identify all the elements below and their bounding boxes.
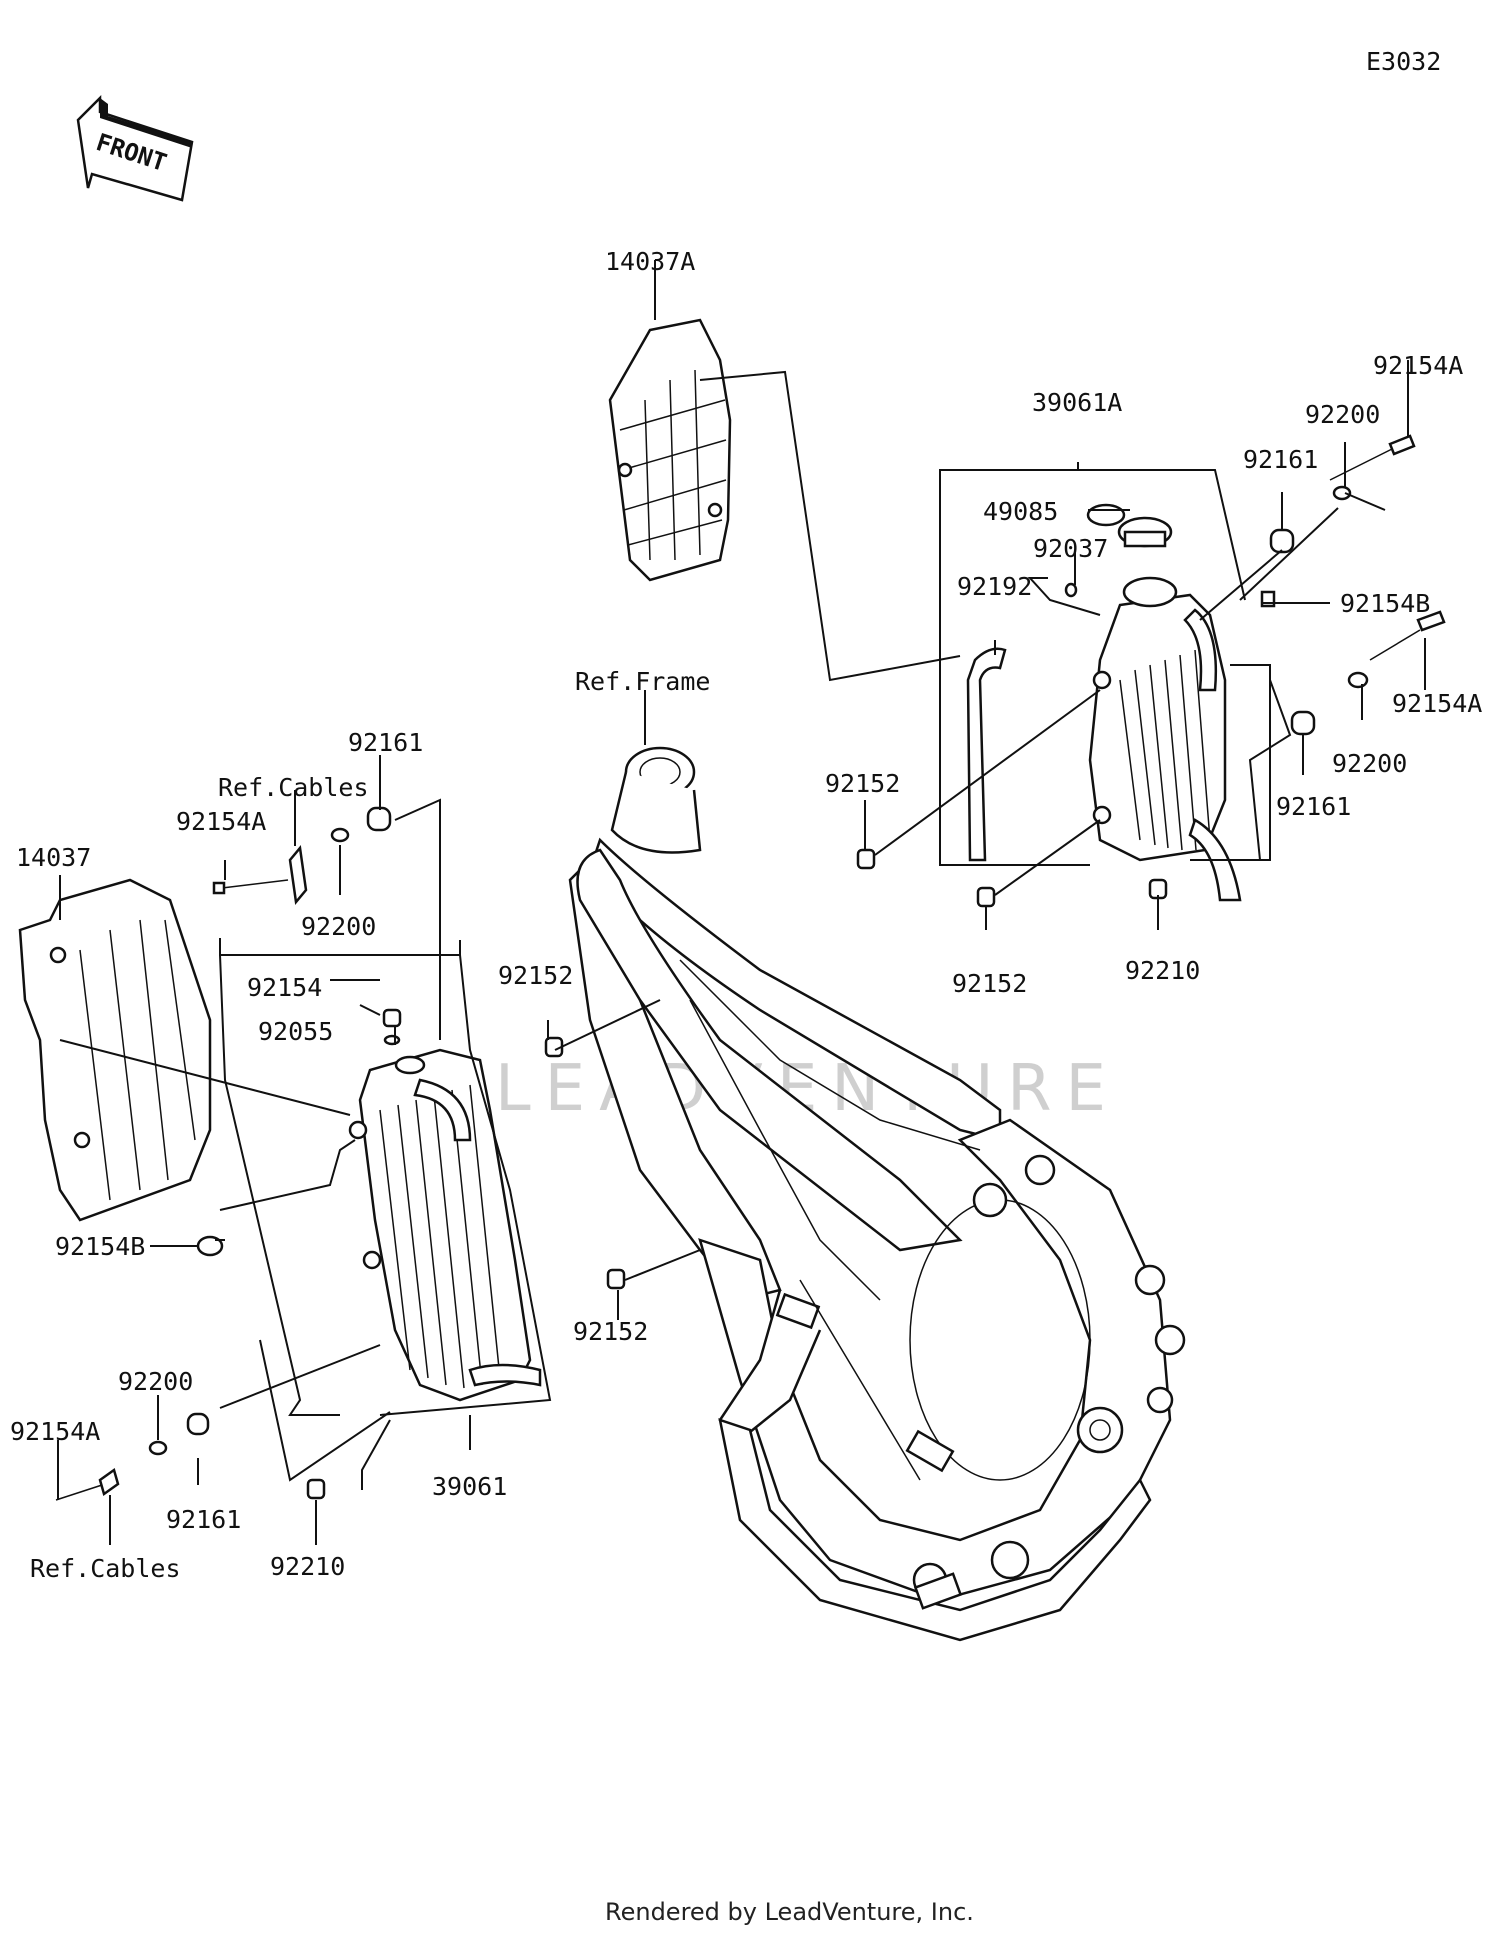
label-92152-mid: 92152 — [952, 969, 1027, 998]
label-92161-l1: 92161 — [348, 728, 423, 757]
label-92055: 92055 — [258, 1017, 333, 1046]
label-92154B-l: 92154B — [55, 1232, 145, 1261]
label-92161-r1: 92161 — [1243, 445, 1318, 474]
radiator-shroud-14037A — [608, 318, 732, 582]
label-ref-cables-l2: Ref.Cables — [30, 1554, 181, 1583]
footer-credit: Rendered by LeadVenture, Inc. — [605, 1898, 974, 1926]
label-92152-top: 92152 — [825, 769, 900, 798]
label-92154-l: 92154 — [247, 973, 322, 1002]
label-92037: 92037 — [1033, 534, 1108, 563]
label-92200-r1: 92200 — [1305, 400, 1380, 429]
label-92152-l2: 92152 — [573, 1317, 648, 1346]
label-92210-l: 92210 — [270, 1552, 345, 1581]
label-92152-l1: 92152 — [498, 961, 573, 990]
label-39061: 39061 — [432, 1472, 507, 1501]
radiator-39061A — [966, 516, 1242, 902]
radiator-shroud-14037 — [18, 878, 212, 1222]
label-92154B-r: 92154B — [1340, 589, 1430, 618]
diagram-code: E3032 — [1366, 47, 1441, 76]
label-92161-l2: 92161 — [166, 1505, 241, 1534]
label-92154A-l1: 92154A — [176, 807, 266, 836]
label-92200-l1: 92200 — [301, 912, 376, 941]
label-ref-cables-l1: Ref.Cables — [218, 773, 369, 802]
label-92192: 92192 — [957, 572, 1032, 601]
label-49085: 49085 — [983, 497, 1058, 526]
radiator-39061 — [348, 1048, 542, 1402]
label-92154A-r1: 92154A — [1373, 351, 1463, 380]
label-14037A: 14037A — [605, 247, 695, 276]
leader-lines — [57, 260, 1426, 1545]
frame-drawing — [568, 746, 1186, 1642]
label-92161-r2: 92161 — [1276, 792, 1351, 821]
label-92200-r2: 92200 — [1332, 749, 1407, 778]
label-ref-frame: Ref.Frame — [575, 667, 710, 696]
label-39061A: 39061A — [1032, 388, 1122, 417]
label-92200-l2: 92200 — [118, 1367, 193, 1396]
label-92154A-r2: 92154A — [1392, 689, 1482, 718]
label-92154A-l2: 92154A — [10, 1417, 100, 1446]
label-92210-r: 92210 — [1125, 956, 1200, 985]
label-14037: 14037 — [16, 843, 91, 872]
front-arrow-icon: FRONT — [76, 94, 194, 202]
